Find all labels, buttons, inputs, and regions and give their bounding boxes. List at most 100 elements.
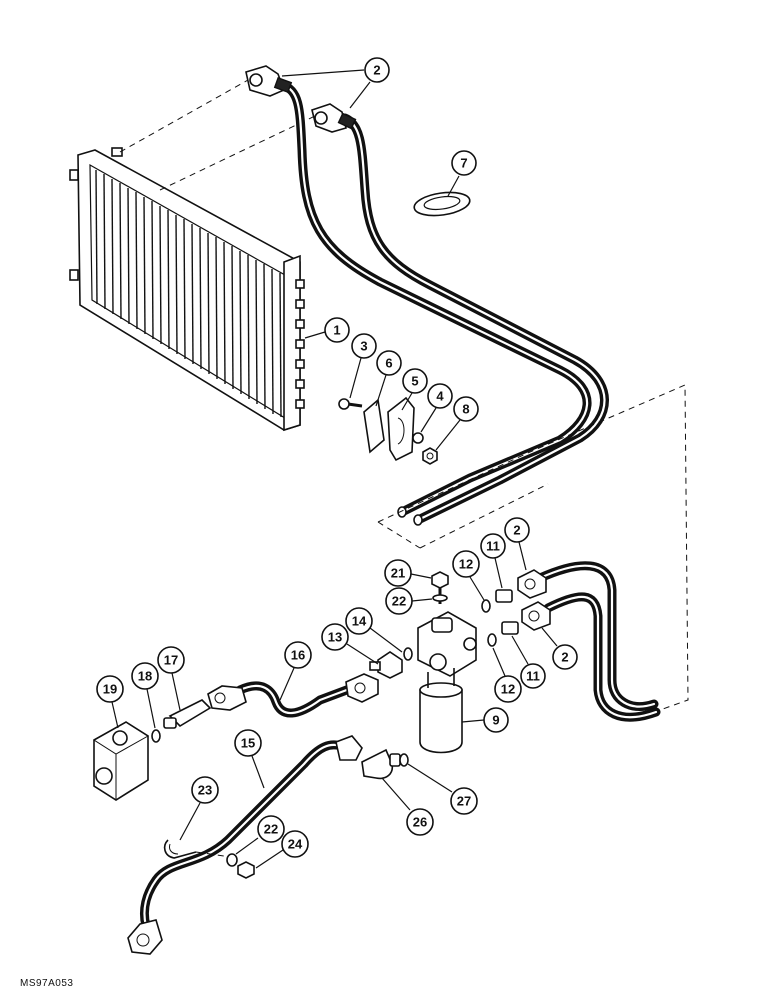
- leader-line: [171, 672, 181, 711]
- leader-line: [304, 331, 326, 339]
- flat-washer: [432, 594, 448, 602]
- svg-text:12: 12: [501, 682, 515, 697]
- svg-text:21: 21: [391, 566, 405, 581]
- hose-clamp: [387, 396, 415, 462]
- connector-fitting: [369, 651, 403, 679]
- valve-adapter-fitting: [163, 699, 212, 729]
- svg-text:7: 7: [460, 156, 467, 171]
- callout-8: 8: [453, 396, 479, 422]
- leader-line: [435, 419, 461, 451]
- callout-17: 17: [157, 646, 185, 674]
- callout-15: 15: [234, 729, 262, 757]
- callout-26: 26: [406, 808, 434, 836]
- leader-line: [469, 576, 485, 601]
- svg-text:13: 13: [328, 630, 342, 645]
- o-ring: [487, 633, 497, 647]
- svg-text:17: 17: [164, 653, 178, 668]
- oil-cooler-radiator: [69, 147, 305, 432]
- svg-text:23: 23: [198, 783, 212, 798]
- callout-21: 21: [384, 559, 412, 587]
- svg-text:14: 14: [352, 614, 367, 629]
- callout-2: 2: [552, 644, 578, 670]
- svg-text:27: 27: [457, 794, 471, 809]
- callout-5: 5: [402, 368, 428, 394]
- svg-text:5: 5: [411, 374, 418, 389]
- callout-23: 23: [191, 776, 219, 804]
- callout-19: 19: [96, 675, 124, 703]
- svg-text:2: 2: [373, 63, 380, 78]
- callout-2: 2: [364, 57, 390, 83]
- svg-text:4: 4: [436, 389, 444, 404]
- leader-line: [461, 719, 485, 723]
- svg-text:22: 22: [392, 594, 406, 609]
- callout-2: 2: [504, 517, 530, 543]
- leader-line: [411, 598, 433, 602]
- leader-line: [281, 69, 365, 77]
- svg-text:3: 3: [360, 339, 367, 354]
- oil-filter-assembly: [417, 611, 477, 754]
- lock-washer: [412, 432, 424, 444]
- callout-18: 18: [131, 662, 159, 690]
- svg-text:8: 8: [462, 402, 469, 417]
- u-clamp: [163, 839, 197, 859]
- leader-line: [420, 407, 437, 433]
- callout-9: 9: [483, 707, 509, 733]
- filter-head-bolt: [431, 571, 449, 604]
- callout-12: 12: [494, 675, 522, 703]
- return-hose: [207, 673, 379, 718]
- adapter-fitting: [495, 589, 519, 635]
- hose-routing-outline: [377, 384, 689, 711]
- leader-line: [146, 688, 156, 729]
- svg-text:9: 9: [492, 713, 499, 728]
- leader-line: [407, 763, 453, 793]
- leader-line: [375, 374, 387, 407]
- callout-4: 4: [427, 383, 453, 409]
- callout-1: 1: [324, 317, 350, 343]
- leader-line: [381, 777, 411, 811]
- o-ring: [399, 753, 409, 767]
- svg-text:19: 19: [103, 682, 117, 697]
- elbow-fitting: [361, 748, 401, 780]
- callout-27: 27: [450, 787, 478, 815]
- leader-line: [235, 837, 259, 855]
- leader-line: [349, 81, 371, 109]
- leader-line: [541, 627, 558, 647]
- svg-text:2: 2: [561, 650, 568, 665]
- leader-line: [111, 701, 119, 729]
- filter-to-cooler-hoses: [517, 561, 661, 722]
- leader-line: [179, 802, 201, 841]
- callout-6: 6: [376, 350, 402, 376]
- leader-line: [511, 635, 529, 665]
- leader-line: [410, 573, 432, 579]
- figure-code: MS97A053: [20, 978, 74, 989]
- svg-text:12: 12: [459, 557, 473, 572]
- hose-routing-outline: [377, 521, 421, 549]
- svg-text:6: 6: [385, 356, 392, 371]
- svg-text:2: 2: [513, 523, 520, 538]
- svg-text:16: 16: [291, 648, 305, 663]
- svg-text:26: 26: [413, 815, 427, 830]
- svg-text:22: 22: [264, 822, 278, 837]
- callout-3: 3: [351, 333, 377, 359]
- svg-text:15: 15: [241, 736, 255, 751]
- flat-washer: [226, 853, 238, 867]
- leader-line: [279, 667, 295, 701]
- callout-22: 22: [385, 587, 413, 615]
- o-ring: [403, 647, 413, 661]
- callout-11: 11: [520, 663, 546, 689]
- leader-line: [251, 755, 265, 789]
- svg-text:11: 11: [486, 539, 500, 554]
- leader-line: [492, 647, 506, 677]
- svg-text:1: 1: [333, 323, 340, 338]
- callout-7: 7: [451, 150, 477, 176]
- callout-14: 14: [345, 607, 373, 635]
- callout-12: 12: [452, 550, 480, 578]
- assembly-line: [119, 79, 249, 153]
- o-ring: [151, 729, 161, 743]
- leader-line: [518, 541, 527, 571]
- callout-16: 16: [284, 641, 312, 669]
- suction-hose: [127, 735, 363, 955]
- relief-valve-body: [93, 721, 149, 801]
- hex-nut: [237, 861, 255, 879]
